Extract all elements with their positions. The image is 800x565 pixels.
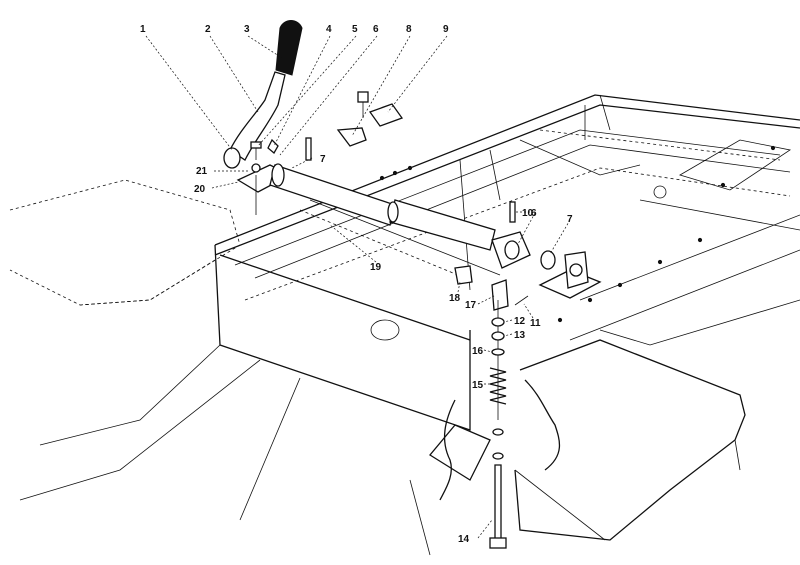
callout-9: 9 xyxy=(443,24,449,35)
callout-19: 19 xyxy=(370,262,382,273)
callout-18: 18 xyxy=(449,293,461,304)
callout-11: 11 xyxy=(530,318,541,329)
leader-lines xyxy=(145,35,571,539)
deck-frame xyxy=(9,94,800,556)
pivot-block-right xyxy=(491,231,602,299)
callout-13: 13 xyxy=(514,330,526,341)
callout-2: 2 xyxy=(205,24,211,35)
callout-15: 15 xyxy=(472,380,484,391)
callout-8: 8 xyxy=(406,24,412,35)
callout-1: 1 xyxy=(140,24,146,35)
shift-lever xyxy=(223,20,303,169)
callout-6: 6 xyxy=(373,24,379,35)
callout-21: 21 xyxy=(196,166,208,177)
callout-10: 10 xyxy=(522,208,534,219)
switch-bracket xyxy=(336,91,404,147)
callout-14: 14 xyxy=(458,534,470,545)
callout-16: 16 xyxy=(472,346,484,357)
callout-labels: 1 2 3 4 5 6 8 9 7 21 20 6 10 7 19 18 17 … xyxy=(140,24,573,545)
bolt-stack xyxy=(489,300,507,549)
callout-12: 12 xyxy=(514,316,526,327)
callout-7-right: 7 xyxy=(567,214,573,225)
callout-20: 20 xyxy=(194,184,206,195)
callout-4: 4 xyxy=(326,24,332,35)
callout-5: 5 xyxy=(352,24,358,35)
cross-tube xyxy=(269,163,501,281)
callout-7: 7 xyxy=(320,154,326,165)
callout-6-right: 6 xyxy=(531,208,537,219)
clevis-parts xyxy=(454,265,529,311)
callout-3: 3 xyxy=(244,24,250,35)
callout-17: 17 xyxy=(465,300,477,311)
